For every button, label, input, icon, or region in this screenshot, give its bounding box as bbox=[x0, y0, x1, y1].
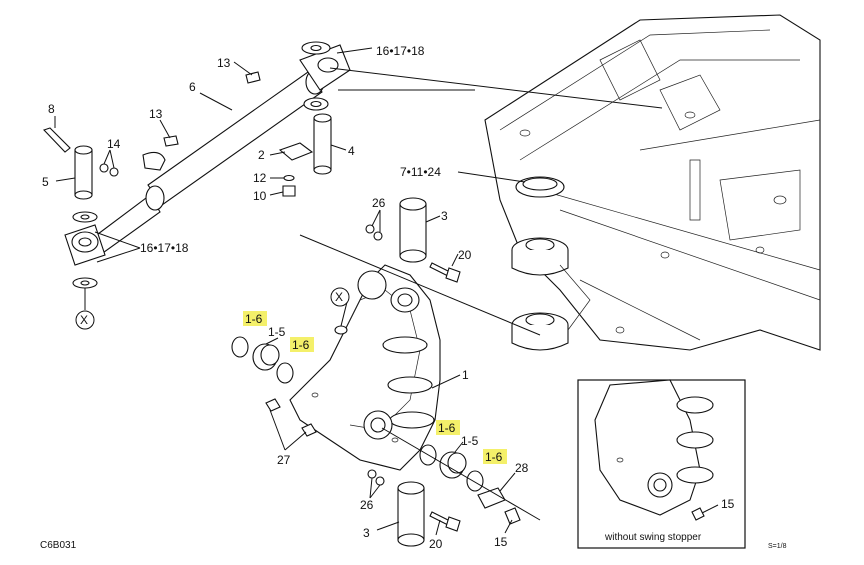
callout-1-6-a: 1-6 bbox=[245, 312, 263, 326]
callout-10: 10 bbox=[253, 189, 267, 203]
callout-1-6-b: 1-6 bbox=[292, 338, 310, 352]
callout-26-top: 26 bbox=[372, 196, 386, 210]
x-marker-left bbox=[75, 310, 95, 330]
pins-3 bbox=[397, 197, 427, 547]
small-parts-left bbox=[43, 113, 332, 200]
callout-x-mid: X bbox=[335, 290, 343, 304]
callout-13b: 13 bbox=[149, 107, 163, 121]
callout-12: 12 bbox=[253, 171, 267, 185]
inset-caption: without swing stopper bbox=[604, 532, 702, 543]
highlights bbox=[243, 311, 507, 464]
x-marker-mid bbox=[330, 287, 350, 307]
callout-2: 2 bbox=[258, 148, 265, 162]
callout-4: 4 bbox=[348, 144, 355, 158]
callout-1: 1 bbox=[462, 368, 469, 382]
callout-20-top: 20 bbox=[458, 248, 472, 262]
callout-27: 27 bbox=[277, 453, 291, 467]
callout-1-6-c: 1-6 bbox=[438, 421, 456, 435]
callout-3-bot: 3 bbox=[363, 526, 370, 540]
callout-13a: 13 bbox=[217, 56, 231, 70]
callout-1-6-d: 1-6 bbox=[485, 450, 503, 464]
callout-7-11-24: 7•11•24 bbox=[400, 165, 441, 179]
callout-8: 8 bbox=[48, 102, 55, 116]
callout-6: 6 bbox=[189, 80, 196, 94]
swing-bracket bbox=[265, 264, 441, 471]
upper-frame bbox=[484, 14, 821, 351]
callout-14: 14 bbox=[107, 137, 121, 151]
callout-3-top: 3 bbox=[441, 209, 448, 223]
callout-16-17-18-left: 16•17•18 bbox=[140, 241, 189, 255]
callout-1-5-b: 1-5 bbox=[461, 434, 479, 448]
callout-x-left: X bbox=[80, 313, 88, 327]
callout-15-inset: 15 bbox=[721, 497, 735, 511]
figure-code: C6B031 bbox=[40, 540, 77, 551]
inset-without-swing-stopper bbox=[577, 379, 746, 549]
page-mark: S=1/8 bbox=[768, 543, 787, 550]
callout-15-bot: 15 bbox=[494, 535, 508, 549]
leader-lines bbox=[54, 47, 719, 536]
callout-5: 5 bbox=[42, 175, 49, 189]
callout-28: 28 bbox=[515, 461, 529, 475]
swing-cylinder bbox=[64, 41, 351, 289]
callout-16-17-18-top: 16•17•18 bbox=[376, 44, 425, 58]
callout-1-5-a: 1-5 bbox=[268, 325, 286, 339]
fasteners bbox=[365, 224, 521, 532]
callout-26-bot: 26 bbox=[360, 498, 374, 512]
callout-20-bot: 20 bbox=[429, 537, 443, 551]
